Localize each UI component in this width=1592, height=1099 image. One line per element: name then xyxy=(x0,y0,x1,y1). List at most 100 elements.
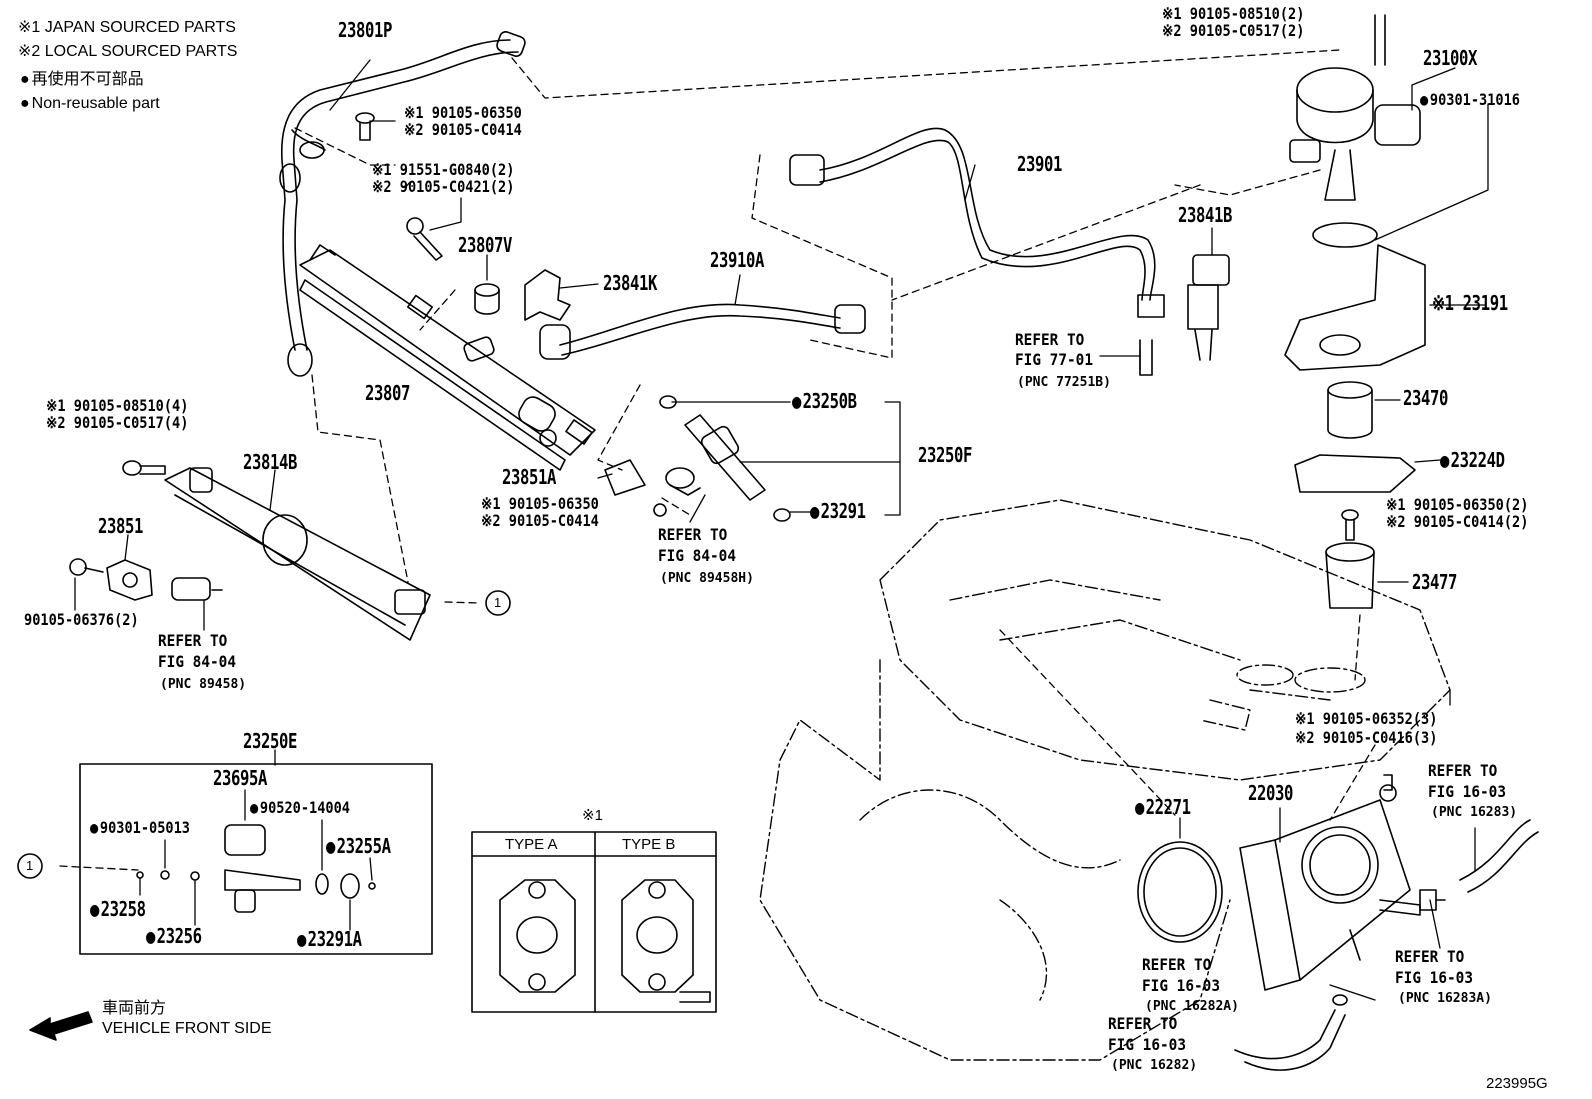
fuel-pump-23100X xyxy=(1289,14,1421,201)
gasket-23224D xyxy=(1294,454,1416,493)
o-ring-90301-31016 xyxy=(1312,222,1378,248)
part-90301-31016: 90301-31016 xyxy=(1420,92,1520,108)
ref-16a-line3: (PNC 16283) xyxy=(1431,805,1518,820)
part-23851A: 23851A xyxy=(502,465,557,489)
front-label-jp: 車両前方 xyxy=(102,1000,167,1017)
ref-77-line2: FIG 77-01 xyxy=(1015,350,1094,369)
hose-connector xyxy=(1419,889,1446,911)
part-23851: 23851 xyxy=(98,514,144,538)
bolt-upper-2: ※2 90105-C0414 xyxy=(404,120,522,139)
kit-box-23250E xyxy=(79,763,433,955)
part-23250E: 23250E xyxy=(243,729,298,753)
bolt-top-right-1: ※1 90105-08510(2) xyxy=(1162,4,1305,23)
ref-16b-line1: REFER TO xyxy=(1142,955,1212,974)
type-box-header: ※1 xyxy=(582,807,603,824)
throttle-body-22030 xyxy=(1239,799,1421,991)
part-23801P: 23801P xyxy=(338,18,393,42)
bolt-90105-06376 xyxy=(69,558,104,576)
ref-16a-line2: FIG 16-03 xyxy=(1428,782,1507,801)
engine-outline xyxy=(759,499,1451,1061)
bolt-mid-1: ※1 91551-G0840(2) xyxy=(372,160,515,179)
part-90520-14004: 90520-14004 xyxy=(250,800,350,816)
bolt-90105-06350-upper xyxy=(355,112,375,141)
callout-circle-left xyxy=(17,853,43,879)
legend-nonreuse-jp: 再使用不可部品 xyxy=(20,72,144,88)
part-23255A: 23255A xyxy=(326,836,391,856)
part-23807V: 23807V xyxy=(458,233,513,257)
ref-16b-line3: (PNC 16282A) xyxy=(1145,999,1239,1014)
ref-84b-line2: FIG 84-04 xyxy=(158,652,237,671)
fuel-pipe-23801P xyxy=(279,31,526,377)
hose-16282 xyxy=(1234,1009,1346,1071)
callout-number-left: 1 xyxy=(26,858,34,873)
part-23224D: 23224D xyxy=(1440,450,1505,470)
sensor-ref-89458 xyxy=(171,577,223,601)
ref-16c-line1: REFER TO xyxy=(1395,947,1465,966)
part-23256: 23256 xyxy=(146,926,202,946)
ref-16c-line2: FIG 16-03 xyxy=(1395,968,1474,987)
part-23814B: 23814B xyxy=(243,450,298,474)
hose-23910A xyxy=(539,303,866,360)
part-23841B: 23841B xyxy=(1178,203,1233,227)
spacer-23807V xyxy=(474,283,500,315)
ref-84b-line3: (PNC 89458) xyxy=(160,677,247,692)
part-23910A: 23910A xyxy=(710,248,765,272)
bolt-center-2: ※2 90105-C0414 xyxy=(481,511,599,530)
ref-84a-line1: REFER TO xyxy=(658,525,728,544)
part-23250B: 23250B xyxy=(792,391,857,411)
ref-84a-line3: (PNC 89458H) xyxy=(660,571,754,586)
part-23291: 23291 xyxy=(810,501,866,521)
lifter-23470 xyxy=(1327,381,1373,439)
diagram-id: 223995G xyxy=(1486,1075,1548,1092)
legend-line-2: ※2 LOCAL SOURCED PARTS xyxy=(18,43,238,60)
part-23258: 23258 xyxy=(90,899,146,919)
ref-16c-line3: (PNC 16283A) xyxy=(1398,991,1492,1006)
sleeve-23477 xyxy=(1325,542,1375,609)
ref-77-line1: REFER TO xyxy=(1015,330,1085,349)
assembly-dashed-lines xyxy=(59,49,1376,871)
part-23191: ※1 23191 xyxy=(1432,291,1508,315)
pipe-ref-77 xyxy=(1139,339,1153,376)
part-90105-06376: 90105-06376(2) xyxy=(24,610,139,629)
fuel-rail-23814B xyxy=(164,467,431,641)
bolt-tb-1: ※1 90105-06352(3) xyxy=(1295,709,1438,728)
ref-84a-line2: FIG 84-04 xyxy=(658,546,737,565)
bolt-left-2: ※2 90105-C0517(4) xyxy=(46,413,189,432)
clip-23841K xyxy=(524,269,571,321)
fuel-rail-23807 xyxy=(299,244,596,471)
legend-line-1: ※1 JAPAN SOURCED PARTS xyxy=(18,19,236,36)
type-b-plate xyxy=(621,879,711,1003)
bolt-90105-06350-right xyxy=(1341,509,1359,541)
part-22030: 22030 xyxy=(1248,781,1294,805)
injector-23250F xyxy=(659,395,791,522)
ref-16d-line2: FIG 16-03 xyxy=(1108,1035,1187,1054)
bolt-tb-2: ※2 90105-C0416(3) xyxy=(1295,728,1438,747)
bolt-center-1: ※1 90105-06350 xyxy=(481,494,599,513)
bolt-91551 xyxy=(406,217,443,261)
clip-23841B xyxy=(1187,254,1230,361)
bolt-center xyxy=(653,503,667,517)
nipple-16282A xyxy=(1332,994,1348,1006)
type-a-label: TYPE A xyxy=(505,836,558,853)
front-label-en: VEHICLE FRONT SIDE xyxy=(102,1020,272,1037)
type-a-plate xyxy=(499,879,576,993)
legend-nonreuse-en: Non-reusable part xyxy=(20,96,160,112)
type-b-label: TYPE B xyxy=(622,836,676,853)
kit-parts xyxy=(136,824,376,913)
part-23291A: 23291A xyxy=(297,929,362,949)
hose-23901 xyxy=(789,127,1165,318)
hose-16283 xyxy=(1459,819,1539,893)
type-box-frame xyxy=(471,831,717,1013)
front-arrow-icon xyxy=(29,1011,93,1041)
part-90301-05013: 90301-05013 xyxy=(90,820,190,836)
plate-23851A xyxy=(604,459,646,496)
bolt-top-right-2: ※2 90105-C0517(2) xyxy=(1162,21,1305,40)
bolt-90105-06352 xyxy=(1379,774,1397,802)
bolt-upper-1: ※1 90105-06350 xyxy=(404,103,522,122)
bolt-mid-2: ※2 90105-C0421(2) xyxy=(372,177,515,196)
part-23901: 23901 xyxy=(1017,152,1063,176)
part-23470: 23470 xyxy=(1403,386,1449,410)
plate-23851 xyxy=(106,559,153,601)
part-23807: 23807 xyxy=(365,381,411,405)
